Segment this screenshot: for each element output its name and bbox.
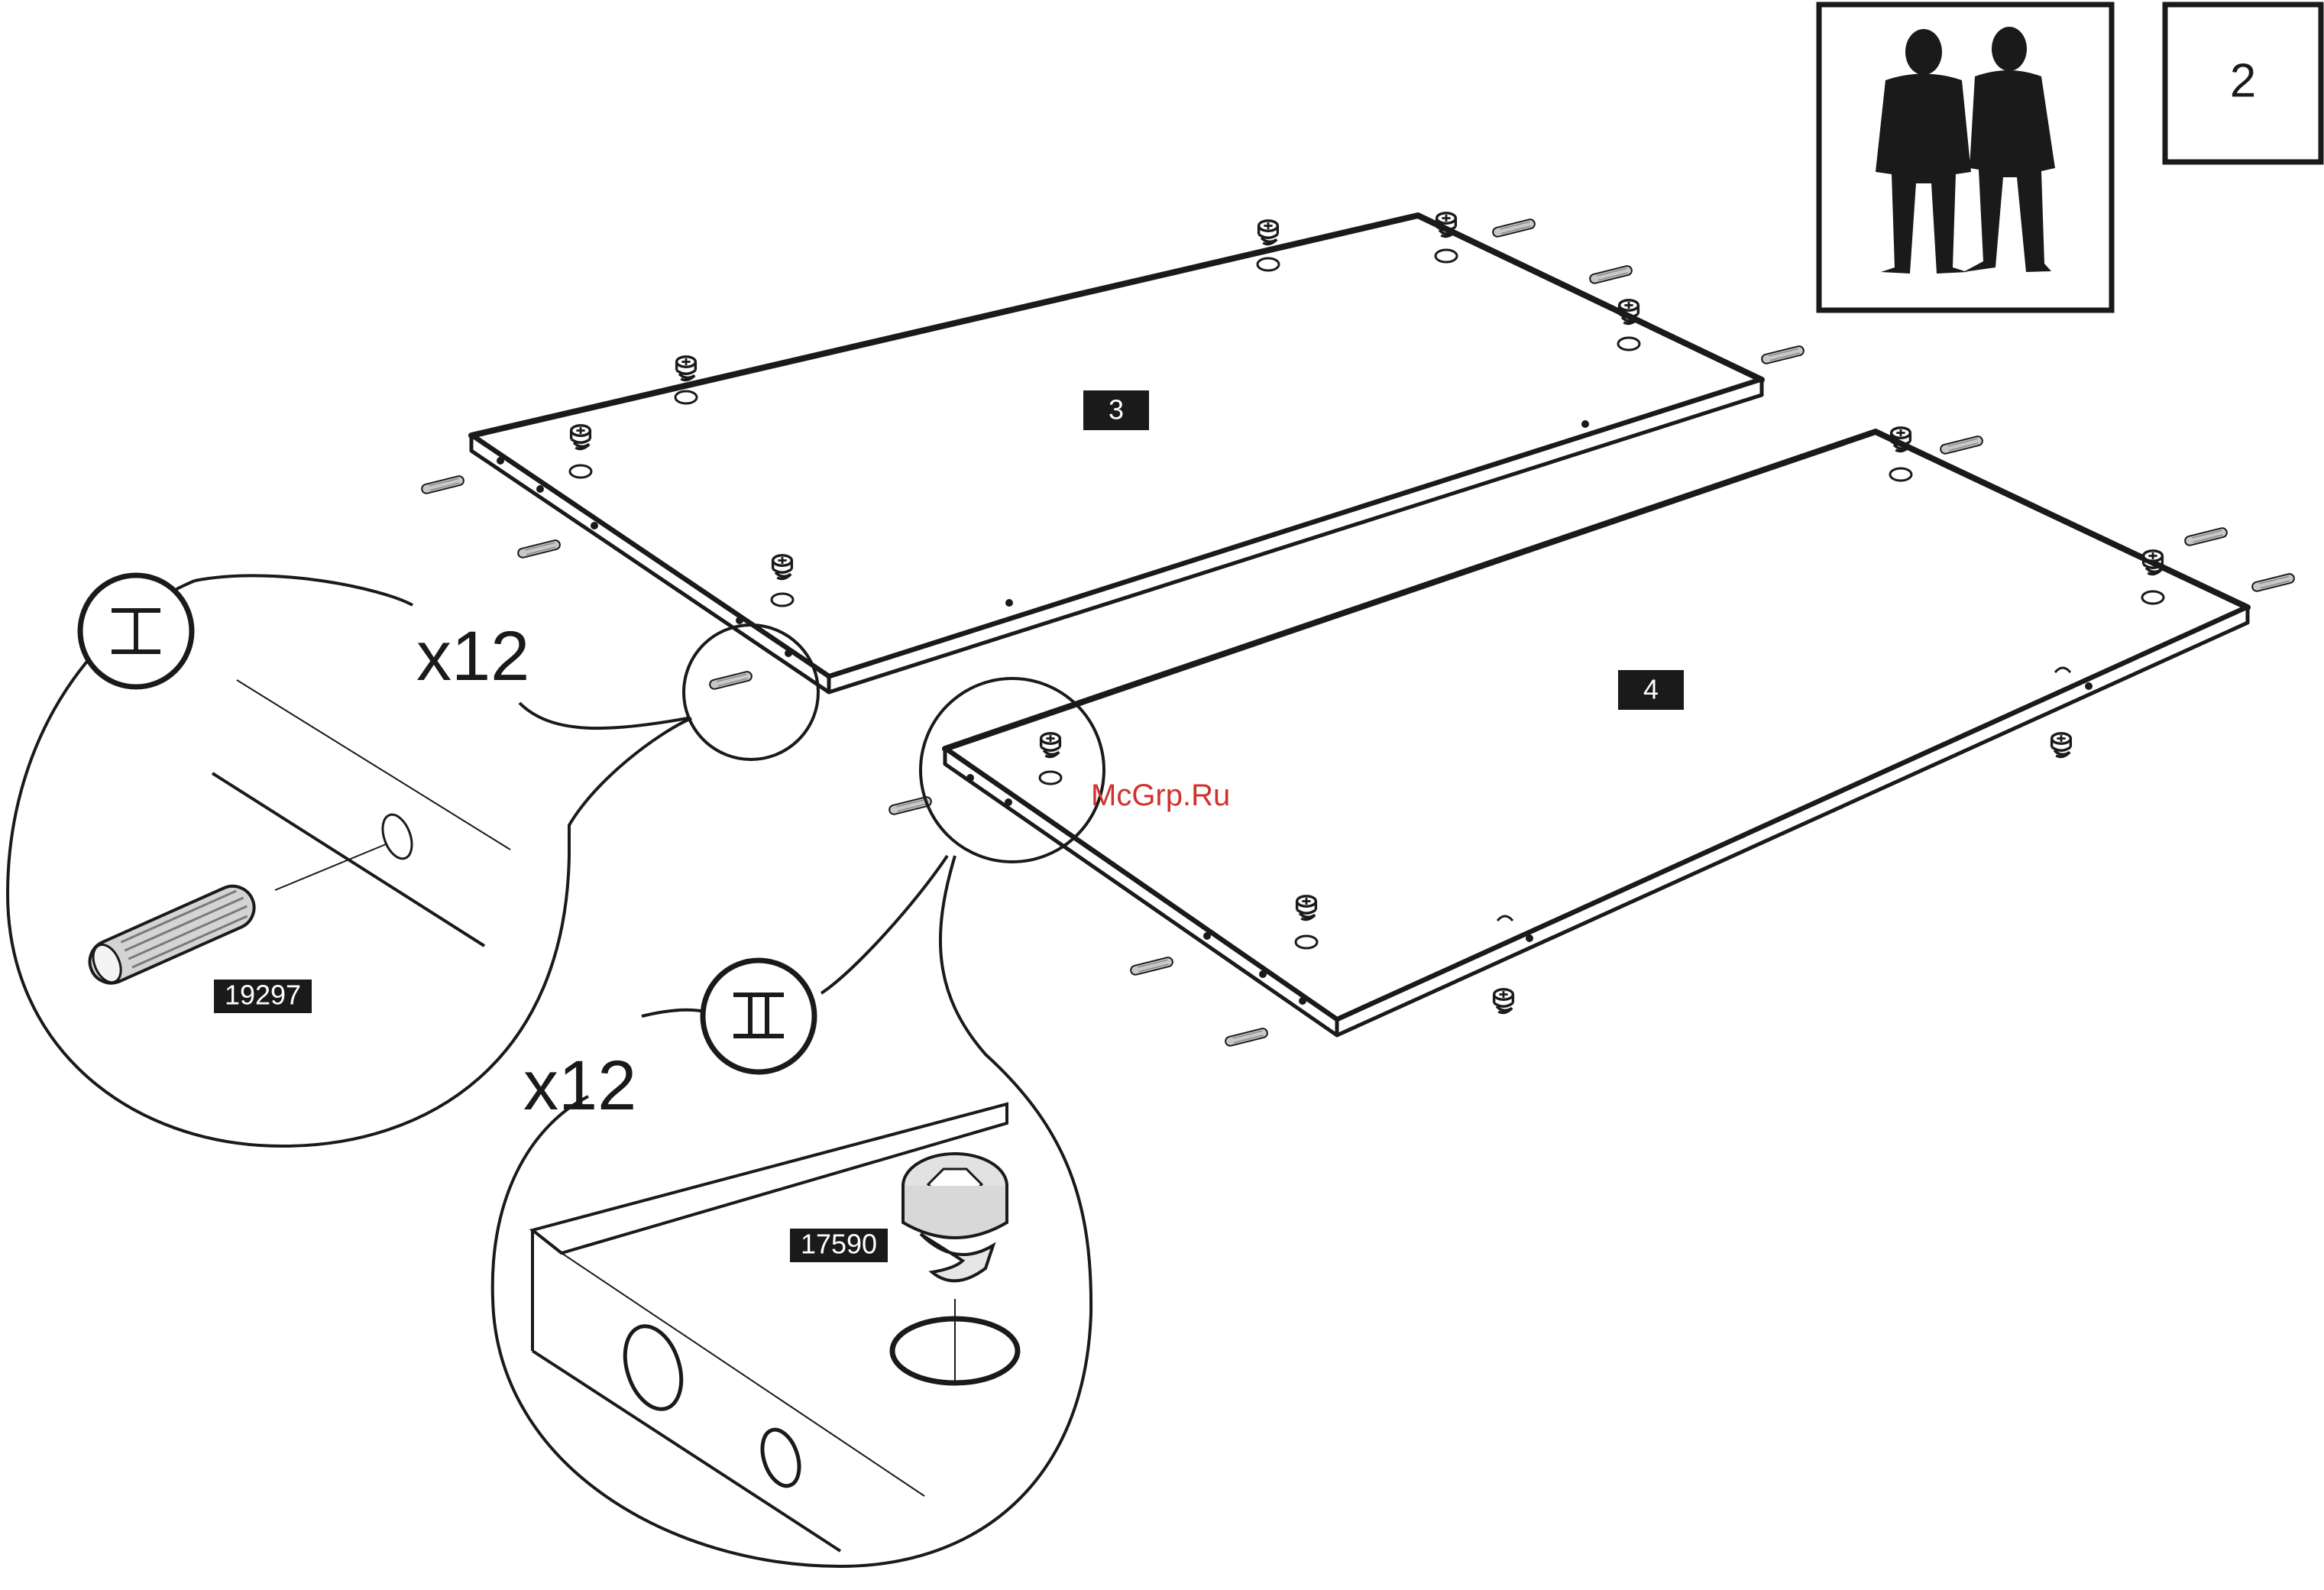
part-number-17590: 17590: [801, 1229, 877, 1260]
watermark: McGrp.Ru: [1091, 779, 1230, 812]
part-number-19297: 19297: [225, 980, 301, 1011]
two-person-silhouette-icon: [1819, 5, 2112, 310]
step-number: 2: [2230, 54, 2256, 107]
step-number-box: 2: [2165, 5, 2321, 162]
zoom-circle-dowel: [684, 625, 818, 759]
detail-quantity-2: x12: [523, 1047, 636, 1125]
detail-2-cam: II x12 17590: [493, 856, 1091, 1566]
panel-label-3: 3: [1109, 394, 1124, 426]
cam-17590-icon: [903, 1154, 1007, 1281]
detail-quantity-1: x12: [416, 617, 529, 695]
panel-label-4: 4: [1643, 674, 1659, 705]
dowel-19297-icon: [83, 879, 261, 990]
